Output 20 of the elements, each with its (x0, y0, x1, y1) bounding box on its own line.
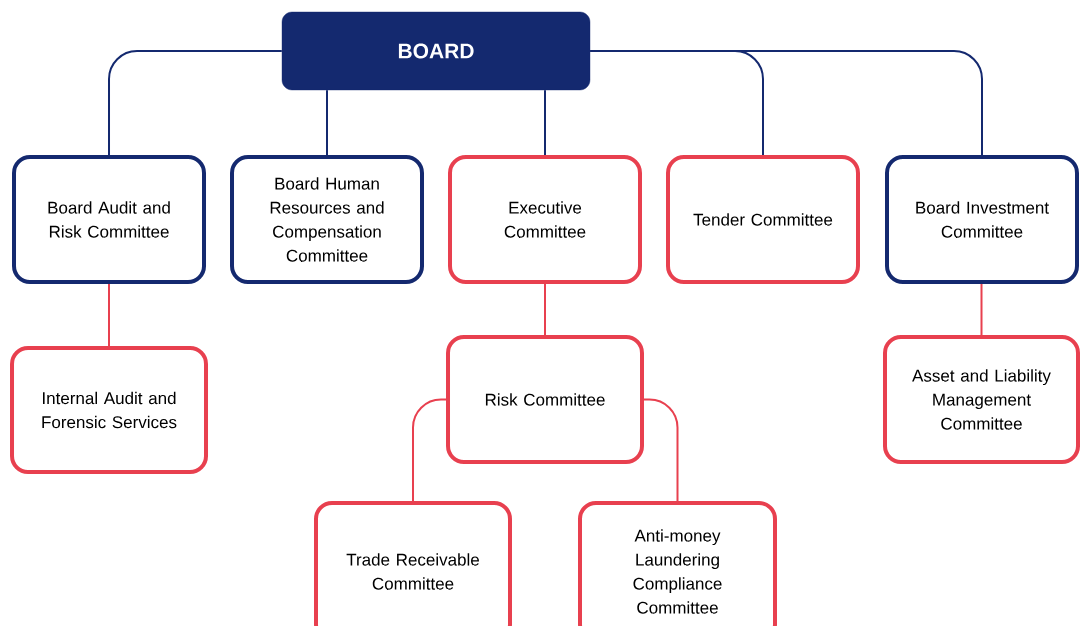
connector-line (412, 398, 447, 502)
committee-box: Trade Receivable Committee (314, 501, 512, 626)
connector-line (544, 89, 546, 156)
board-box: BOARD (281, 11, 591, 91)
committee-box: Risk Committee (446, 335, 644, 464)
committee-box: Internal Audit and Forensic Services (10, 346, 208, 474)
connector-line (326, 89, 328, 156)
committee-box: Executive Committee (448, 155, 642, 284)
connector-line (108, 283, 110, 347)
connector-line (643, 398, 679, 502)
committee-box: Board Investment Committee (885, 155, 1079, 284)
connector-line (589, 50, 983, 156)
connector-line (980, 283, 983, 336)
committee-box: Board Human Resources and Compensation Committee (230, 155, 424, 284)
connector-line (108, 50, 283, 156)
connector-line (544, 283, 546, 336)
committee-box: Asset and Liability Management Committee (883, 335, 1080, 464)
committee-box: Board Audit and Risk Committee (12, 155, 206, 284)
committee-box: Anti-money Laundering Compliance Committee (578, 501, 777, 626)
committee-box: Tender Committee (666, 155, 860, 284)
